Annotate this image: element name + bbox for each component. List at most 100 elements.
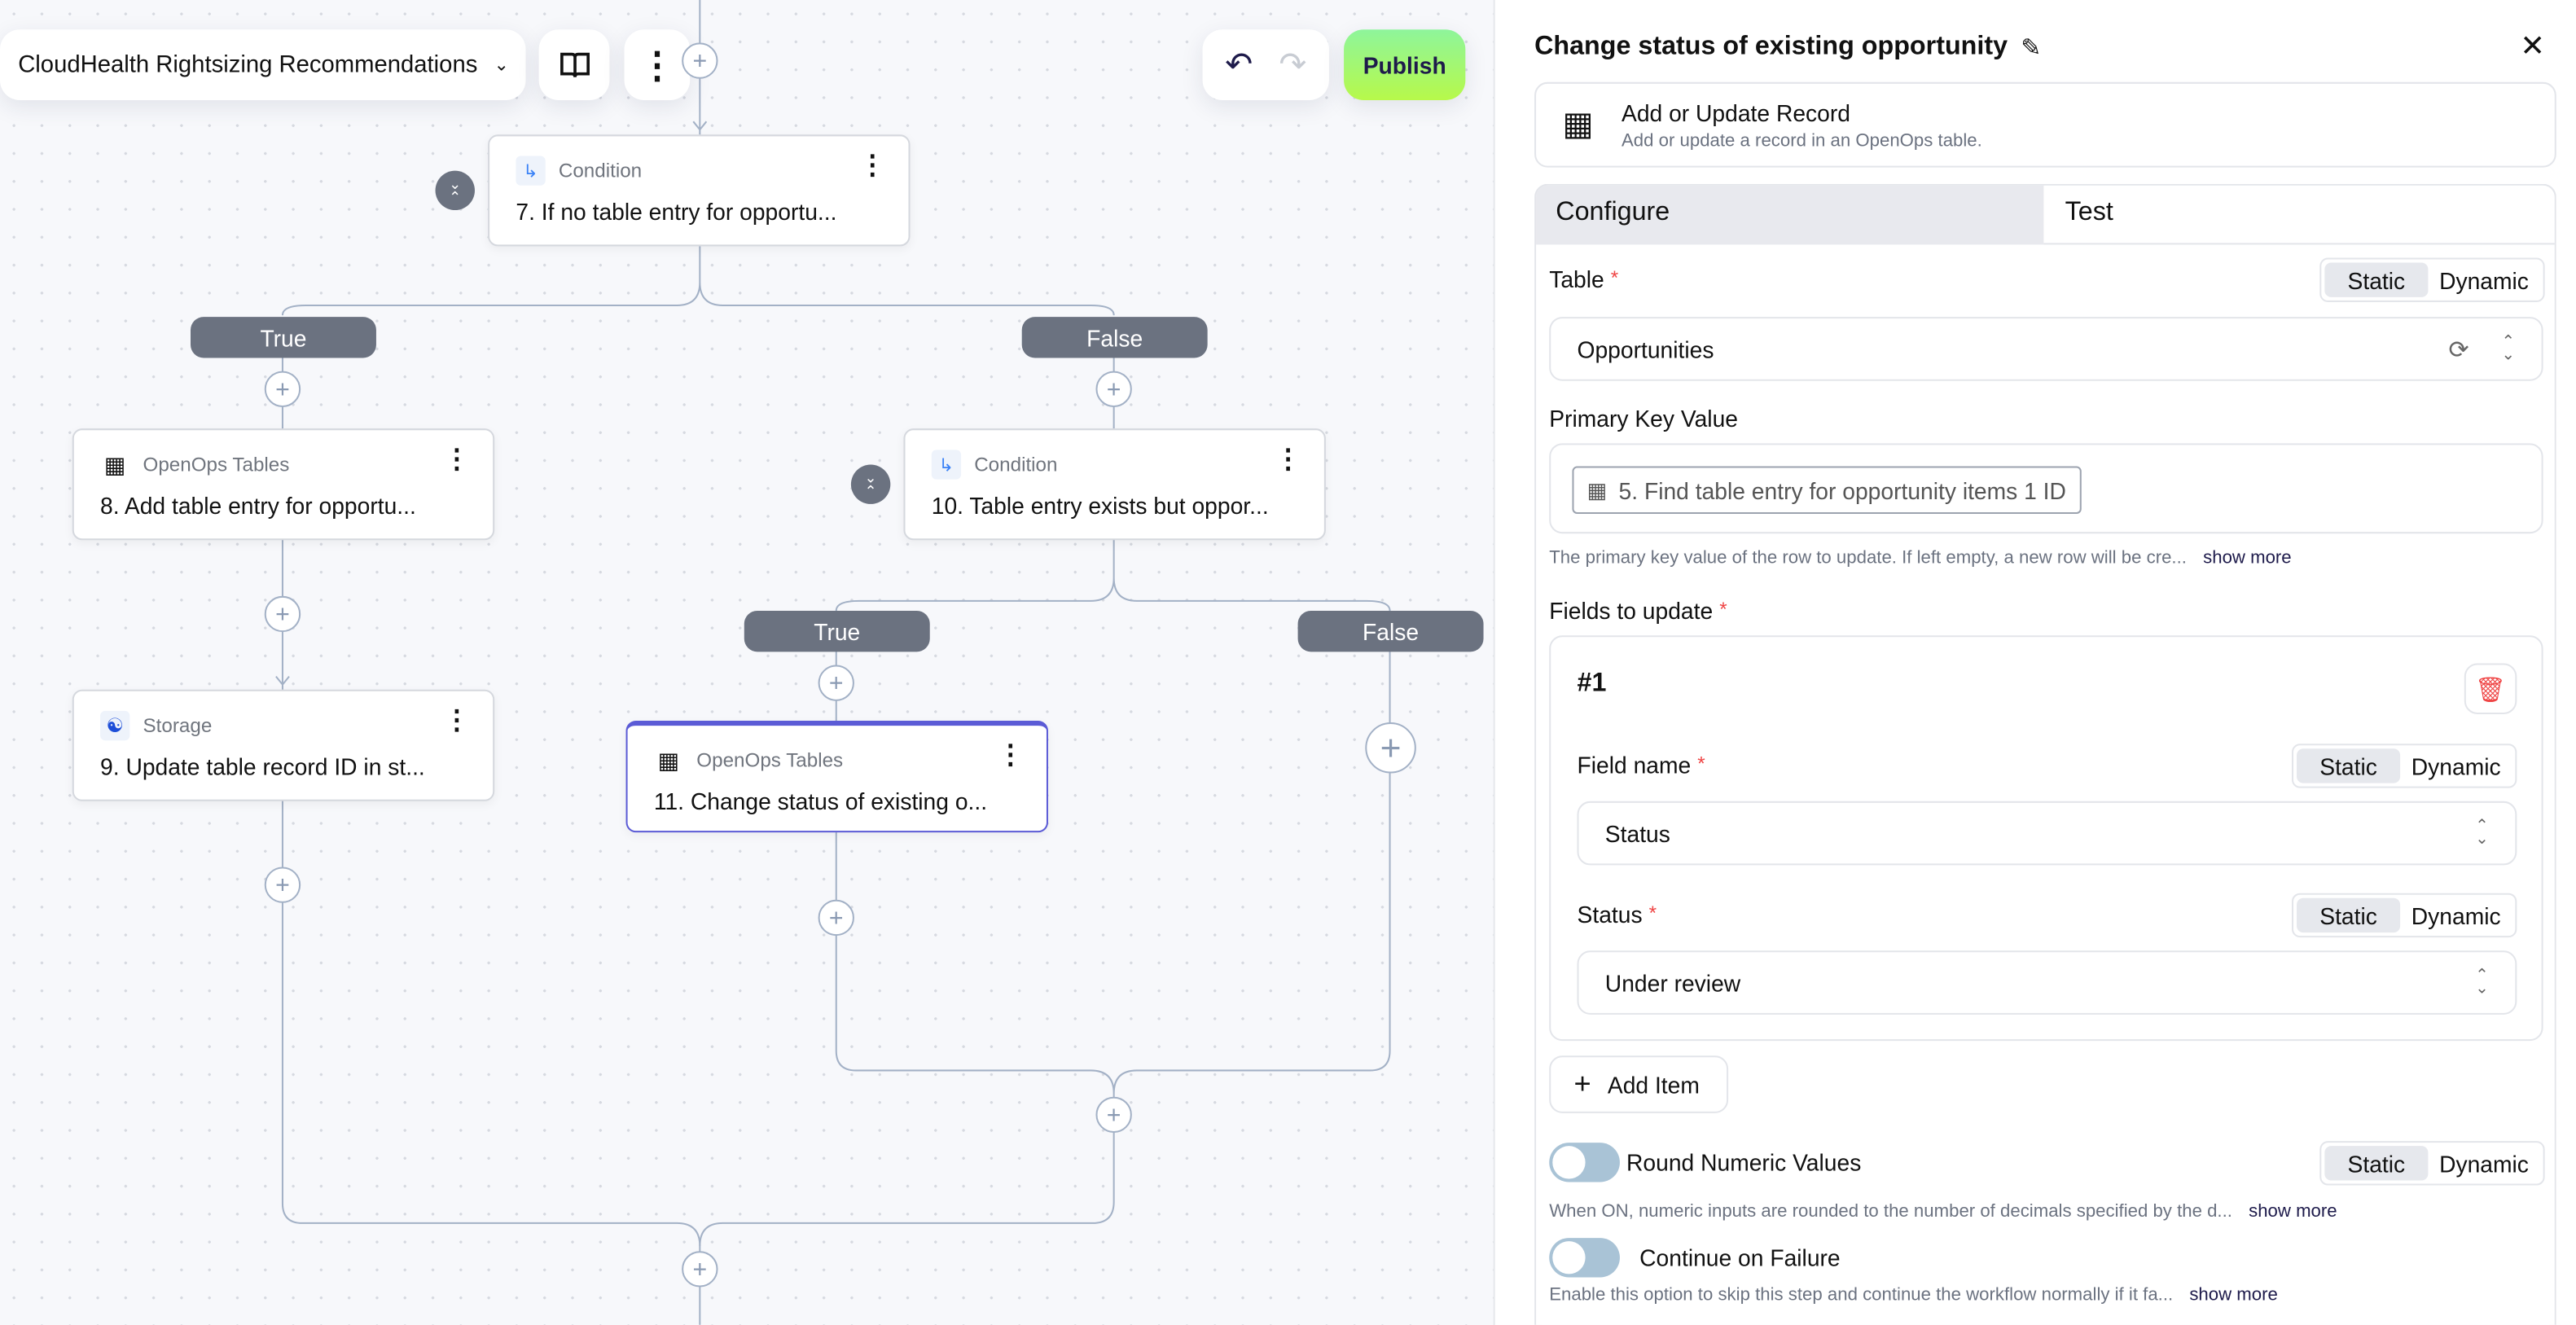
node-menu-icon[interactable]: ⋮ [1275,446,1301,475]
action-card[interactable]: ▦ Add or Update Record Add or update a r… [1534,81,2556,168]
item-title: #1 [1577,669,1607,698]
add-step-button[interactable]: + [1365,722,1416,774]
flow-node-11[interactable]: ▦ OpenOps Tables 11. Change status of exi… [625,721,1048,833]
panel-title: Change status of existing opportunity [1534,33,2008,61]
tab-configure[interactable]: Configure [1536,185,2044,245]
redo-icon[interactable]: ↷ [1279,47,1307,84]
continue-on-failure-help: Enable this option to skip this step and… [1549,1285,2278,1305]
node-kind: Condition [558,159,643,182]
table-icon: ▦ [103,450,126,477]
pencil-icon[interactable]: ✎ [2021,34,2042,63]
table-icon: ▦ [1562,107,1594,143]
close-icon[interactable]: ✕ [2520,29,2545,63]
add-step-button[interactable]: + [1095,1096,1132,1134]
database-icon: ☯ [100,710,130,741]
add-step-button[interactable]: + [682,42,718,79]
collapse-branches-button[interactable]: ⌄⌃ [850,464,891,504]
mode-static[interactable]: Static [2324,262,2429,297]
plus-icon: + [1573,1067,1591,1100]
add-item-button[interactable]: +Add Item [1549,1055,1729,1113]
show-more-link[interactable]: show more [2249,1201,2337,1222]
table-value: Opportunities [1577,336,1714,362]
add-step-button[interactable]: + [682,1251,718,1288]
node-menu-icon[interactable]: ⋮ [443,707,470,736]
step-output-chip[interactable]: ▦5. Find table entry for opportunity ite… [1572,466,2082,515]
book-open-icon [560,51,589,77]
flow-node-10[interactable]: ↳ Condition 10. Table entry exists but op… [903,428,1326,541]
flow-title: CloudHealth Rightsizing Recommendations [18,51,478,78]
node-title: 10. Table entry exists but oppor... [931,492,1269,520]
table-icon: ▦ [657,746,680,773]
node-menu-icon[interactable]: ⋮ [997,742,1024,770]
status-select[interactable]: Under review⌃⌄ [1577,950,2517,1015]
action-name: Add or Update Record [1621,99,1850,127]
more-options-button[interactable]: ⋮ [624,29,691,100]
status-label: Status* [1577,901,1657,928]
node-kind: Condition [974,453,1058,476]
step-settings-panel: Change status of existing opportunity ✎ … [1493,0,2576,1325]
show-more-link[interactable]: show more [2189,1285,2278,1305]
more-vertical-icon: ⋮ [639,43,676,85]
continue-on-failure-label: Continue on Failure [1639,1244,1841,1271]
add-step-button[interactable]: + [264,371,301,407]
flow-node-7[interactable]: ↳ Condition 7. If no table entry for oppo… [488,134,911,247]
docs-button[interactable] [538,29,610,100]
condition-branch-icon: ↳ [516,156,546,186]
round-numeric-label: Round Numeric Values [1626,1149,1862,1176]
table-label: Table* [1549,265,1619,292]
round-numeric-toggle[interactable] [1549,1143,1620,1182]
collapse-branches-button[interactable]: ⌄⌃ [435,170,475,211]
field-name-label: Field name* [1577,752,1705,779]
publish-button[interactable]: Publish [1344,29,1466,100]
flow-node-8[interactable]: ▦OpenOps Tables 8. Add table entry for o… [72,428,495,541]
primary-key-input[interactable]: ▦5. Find table entry for opportunity ite… [1549,443,2543,534]
continue-on-failure-toggle[interactable] [1549,1238,1620,1278]
flow-title-dropdown[interactable]: CloudHealth Rightsizing Recommendations … [0,29,526,100]
flow-node-9[interactable]: ☯ Storage 9. Update table record ID in st… [72,689,495,801]
node-title: 11. Change status of existing o... [653,788,988,814]
tab-test[interactable]: Test [2043,186,2555,245]
fields-label: Fields to update* [1549,597,1727,625]
undo-redo-group: ↶ ↷ [1202,29,1329,100]
primary-key-help: The primary key value of the row to upda… [1549,548,2292,568]
delete-item-button[interactable]: 🗑 [2464,663,2517,714]
undo-icon[interactable]: ↶ [1225,47,1253,84]
round-numeric-help: When ON, numeric inputs are rounded to t… [1549,1201,2337,1222]
node-title: 9. Update table record ID in st... [100,753,425,780]
primary-key-label: Primary Key Value [1549,405,1739,432]
flow-canvas[interactable]: CloudHealth Rightsizing Recommendations … [0,0,1495,1325]
config-card [1534,183,2556,1325]
show-more-link[interactable]: show more [2203,548,2292,568]
refresh-icon[interactable]: ⟳ [2448,336,2469,365]
condition-branch-icon: ↳ [931,450,962,480]
add-step-button[interactable]: + [1095,371,1132,407]
node-kind: OpenOps Tables [143,453,290,476]
node-title: 7. If no table entry for opportu... [516,198,837,226]
table-select[interactable]: Opportunities ⟳ ⌃⌄ [1549,317,2543,381]
add-step-button[interactable]: + [818,665,854,701]
trash-icon: 🗑 [2474,675,2507,704]
node-kind: OpenOps Tables [696,748,844,772]
add-step-button[interactable]: + [264,867,301,903]
branch-label-true: True [744,610,930,652]
chevron-up-down-icon: ⌃⌄ [2475,967,2490,998]
mode-dynamic[interactable]: Dynamic [2439,266,2529,293]
branch-label-false: False [1021,317,1208,358]
branch-label-false: False [1297,610,1484,652]
node-menu-icon[interactable]: ⋮ [858,152,886,181]
chevron-down-icon: ⌄ [494,55,510,76]
field-name-select[interactable]: Status⌃⌄ [1577,801,2517,866]
add-step-button[interactable]: + [818,899,854,937]
node-menu-icon[interactable]: ⋮ [443,446,470,475]
branch-label-true: True [190,317,376,358]
action-description: Add or update a record in an OpenOps tab… [1621,131,1982,151]
chevron-up-down-icon: ⌃⌄ [2475,817,2490,849]
table-icon: ▦ [1586,476,1608,502]
table-mode-toggle[interactable]: Static Dynamic [2319,257,2545,302]
node-kind: Storage [143,713,213,738]
add-step-button[interactable]: + [264,595,301,633]
